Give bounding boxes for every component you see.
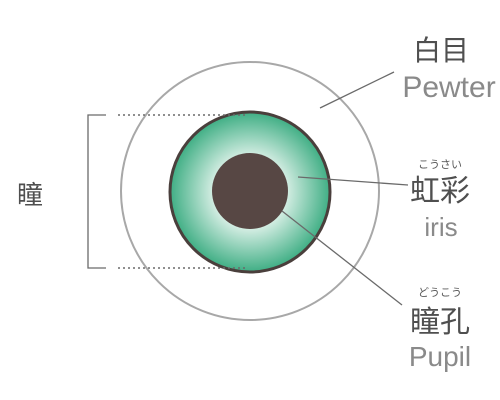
pupil-ruby: どうこう (418, 286, 462, 299)
sclera-label-ja: 白目 (413, 34, 469, 67)
iris-ruby: こうさい (418, 158, 462, 171)
pupil-label-ja: 瞳孔 (410, 305, 470, 340)
eye-bracket (87, 114, 248, 269)
iris-label-ja: 虹彩 (410, 174, 470, 209)
pupil-label-en: Pupil (409, 341, 471, 372)
pupil-circle (212, 153, 288, 229)
eye-label: 瞳 (17, 181, 43, 211)
sclera-circle (120, 61, 380, 321)
pupil-leader-line (281, 210, 403, 306)
sclera-leader-line (319, 71, 395, 109)
iris-label-en: iris (424, 212, 457, 242)
iris-leader-line (297, 176, 409, 186)
sclera-label-en: Pewter (402, 71, 495, 104)
